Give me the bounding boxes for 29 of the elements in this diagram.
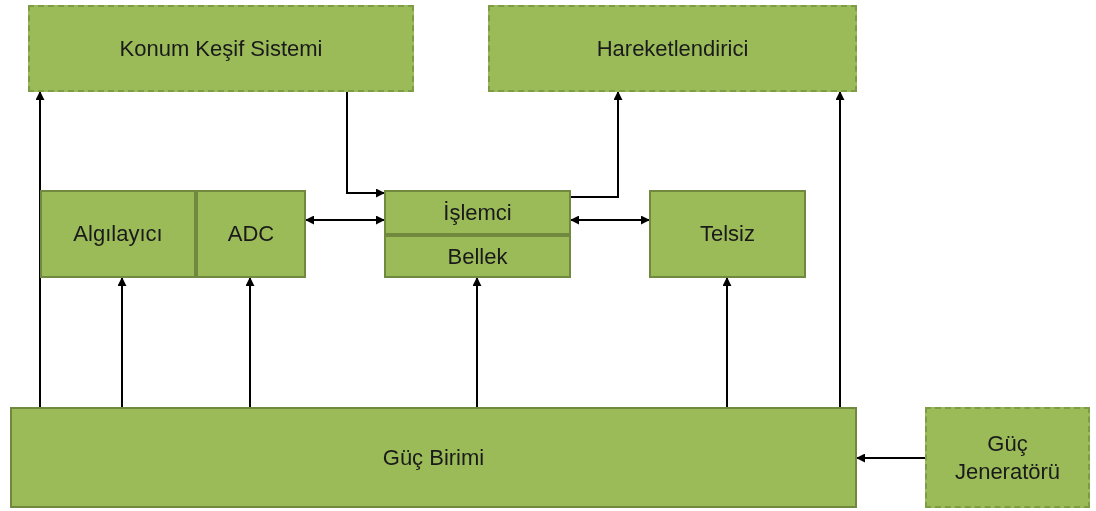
process-box: [384, 235, 571, 278]
box-label: İşlemci: [443, 198, 512, 227]
arrow: [856, 453, 926, 463]
process-box: [10, 407, 857, 508]
arrow: [346, 91, 385, 198]
arrow: [305, 215, 385, 225]
dashed-box: [488, 5, 857, 92]
box-label: Hareketlendirici: [596, 34, 749, 63]
box-label: Algılayıcı: [73, 220, 163, 248]
process-box: [649, 190, 806, 278]
box-label: Telsiz: [700, 220, 755, 248]
arrow: [835, 91, 845, 408]
arrow: [722, 277, 732, 408]
process-box: [196, 190, 306, 278]
box-label: ADC: [227, 220, 275, 248]
arrow: [35, 91, 45, 408]
arrow: [570, 91, 623, 198]
process-box: [40, 190, 196, 278]
box-label: Bellek: [447, 242, 508, 271]
arrow: [117, 277, 127, 408]
arrow: [245, 277, 255, 408]
arrow: [570, 215, 650, 225]
process-box: [384, 190, 571, 235]
arrow: [472, 277, 482, 408]
box-label: Güç Jeneratörü: [953, 430, 1062, 485]
dashed-box: [28, 5, 414, 92]
dashed-box: [925, 407, 1090, 508]
box-label: Konum Keşif Sistemi: [119, 34, 323, 63]
box-label: Güç Birimi: [382, 443, 485, 472]
